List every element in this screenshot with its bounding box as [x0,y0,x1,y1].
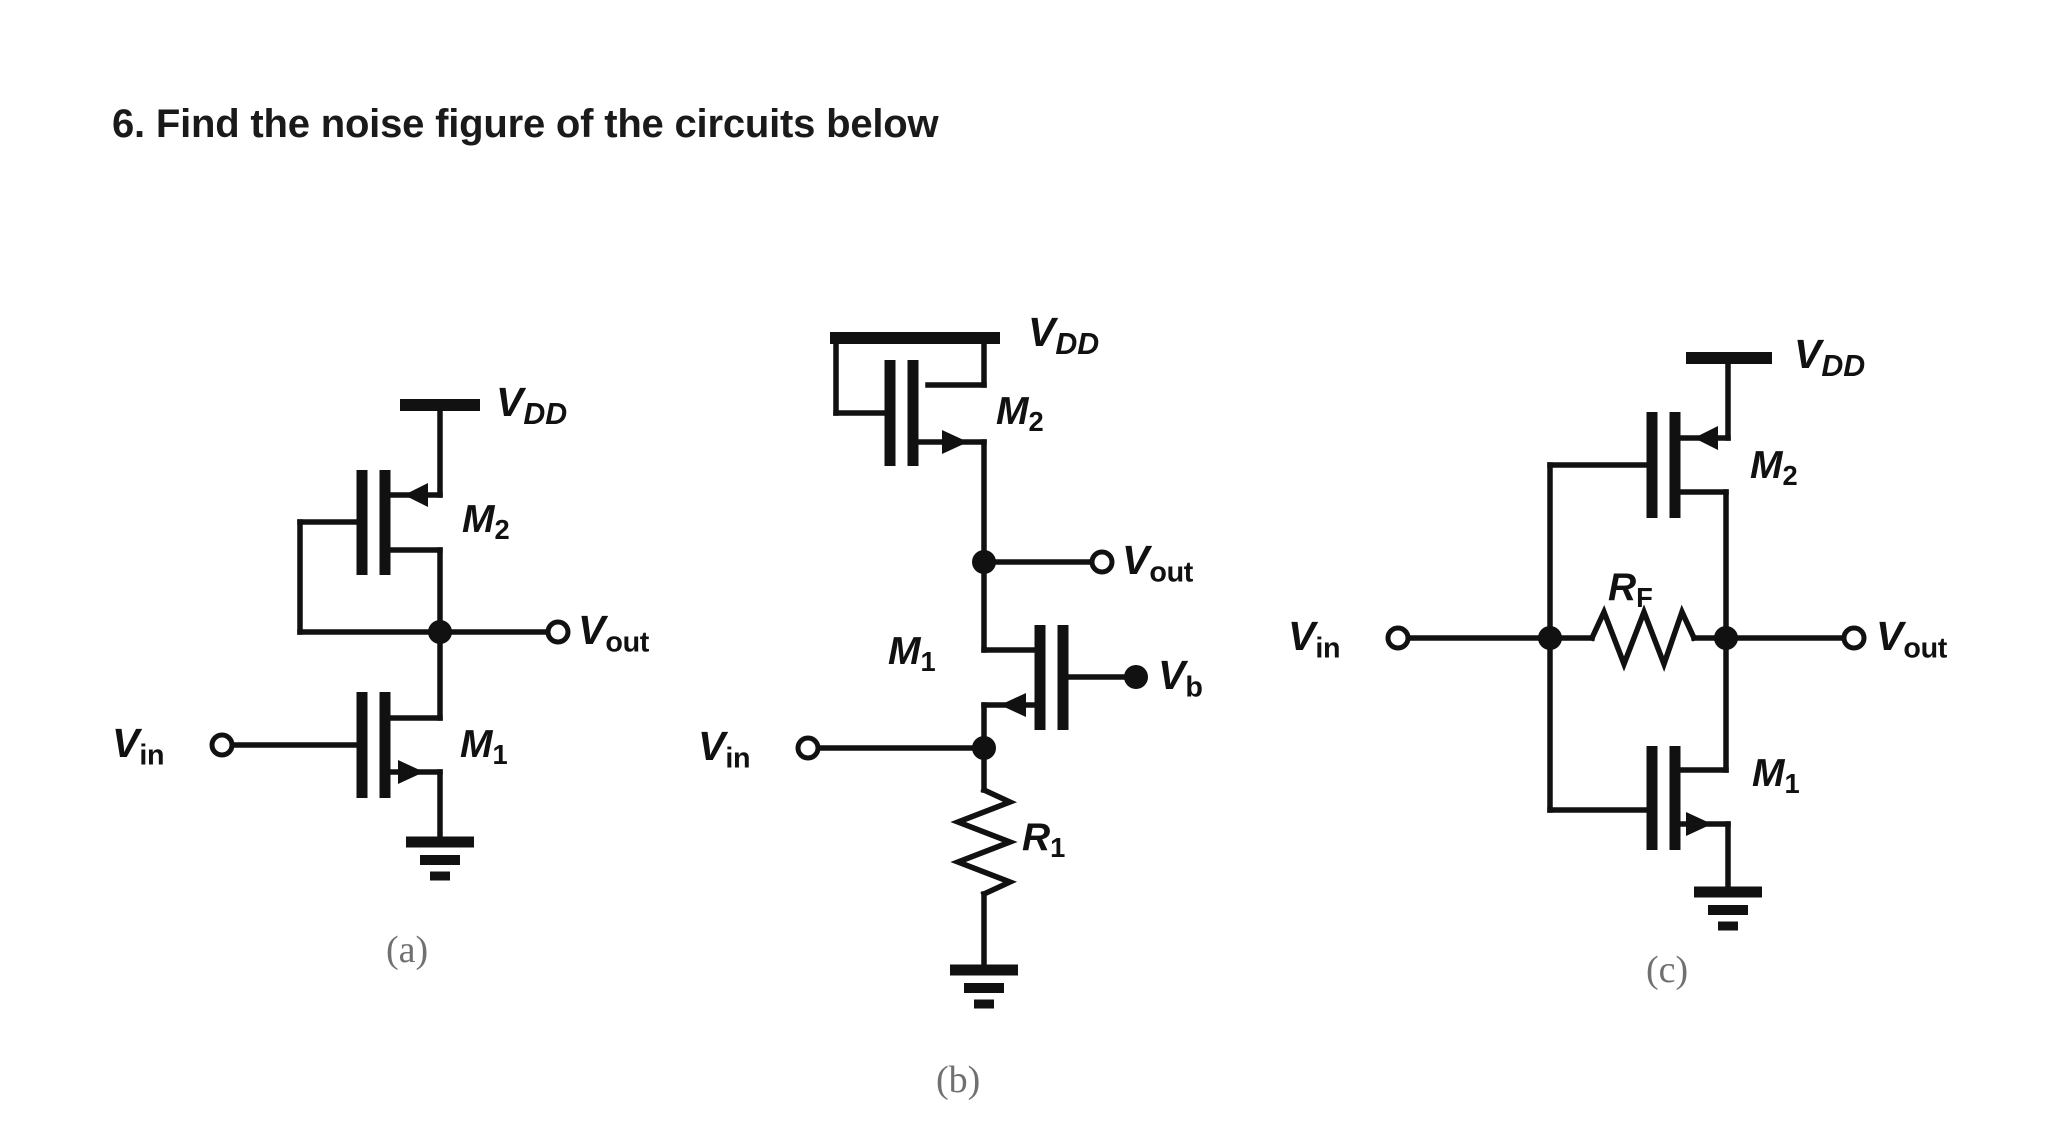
label-m1-a: M1 [460,723,508,771]
label-vin-c: Vin [1288,613,1341,665]
m2-nmos-source-arrow-b [942,430,968,454]
vin-terminal-a[interactable] [209,732,235,758]
label-vout-a: Vout [578,607,650,659]
m1-nmos-source-arrow-a [398,760,424,784]
label-vdd-a: VDD [496,379,568,431]
label-vout-c: Vout [1876,613,1948,665]
label-vin-a: Vin [112,720,165,772]
vout-terminal-c[interactable] [1841,625,1867,651]
circuit-diagram-svg: .w { stroke:#111111; stroke-width:5.5; f… [209,332,1867,1009]
rf-resistor-c [1588,604,1698,673]
figure-area: .w { stroke:#111111; stroke-width:5.5; f… [0,170,2046,1102]
circuit-c-graphics [1385,352,1867,931]
label-m2-c: M2 [1750,444,1798,492]
page-title: 6. Find the noise figure of the circuits… [112,102,939,146]
vb-terminal-b[interactable] [1124,665,1148,689]
label-rf-c: RF [1608,566,1653,614]
label-m1-b: M1 [888,630,936,678]
label-vdd-b: VDD [1028,309,1100,361]
label-m1-c: M1 [1752,752,1800,800]
m1-nmos-source-arrow-c [1686,812,1712,836]
label-m2-a: M2 [462,498,510,546]
label-m2-b: M2 [996,390,1044,438]
vout-terminal-b[interactable] [1089,549,1115,575]
m2-pmos-source-arrow-c [1694,426,1718,450]
label-r1-b: R1 [1022,816,1066,864]
label-vout-b: Vout [1122,537,1194,589]
circuit-a-graphics [209,399,571,881]
label-vb-b: Vb [1158,652,1203,704]
subfigure-label-a: (a) [386,929,429,971]
m2-pmos-source-arrow-a [404,483,428,507]
vin-terminal-b[interactable] [795,735,821,761]
r1-resistor-b [950,786,1018,898]
vout-terminal-a[interactable] [545,619,571,645]
label-vin-b: Vin [698,723,751,775]
subfigure-label-b: (b) [936,1059,981,1101]
label-vdd-c: VDD [1794,331,1866,383]
subfigure-label-c: (c) [1646,949,1689,991]
m1-nmos-source-arrow-b [1000,693,1026,717]
circuit-b-graphics [795,332,1148,1009]
vin-terminal-c[interactable] [1385,625,1411,651]
